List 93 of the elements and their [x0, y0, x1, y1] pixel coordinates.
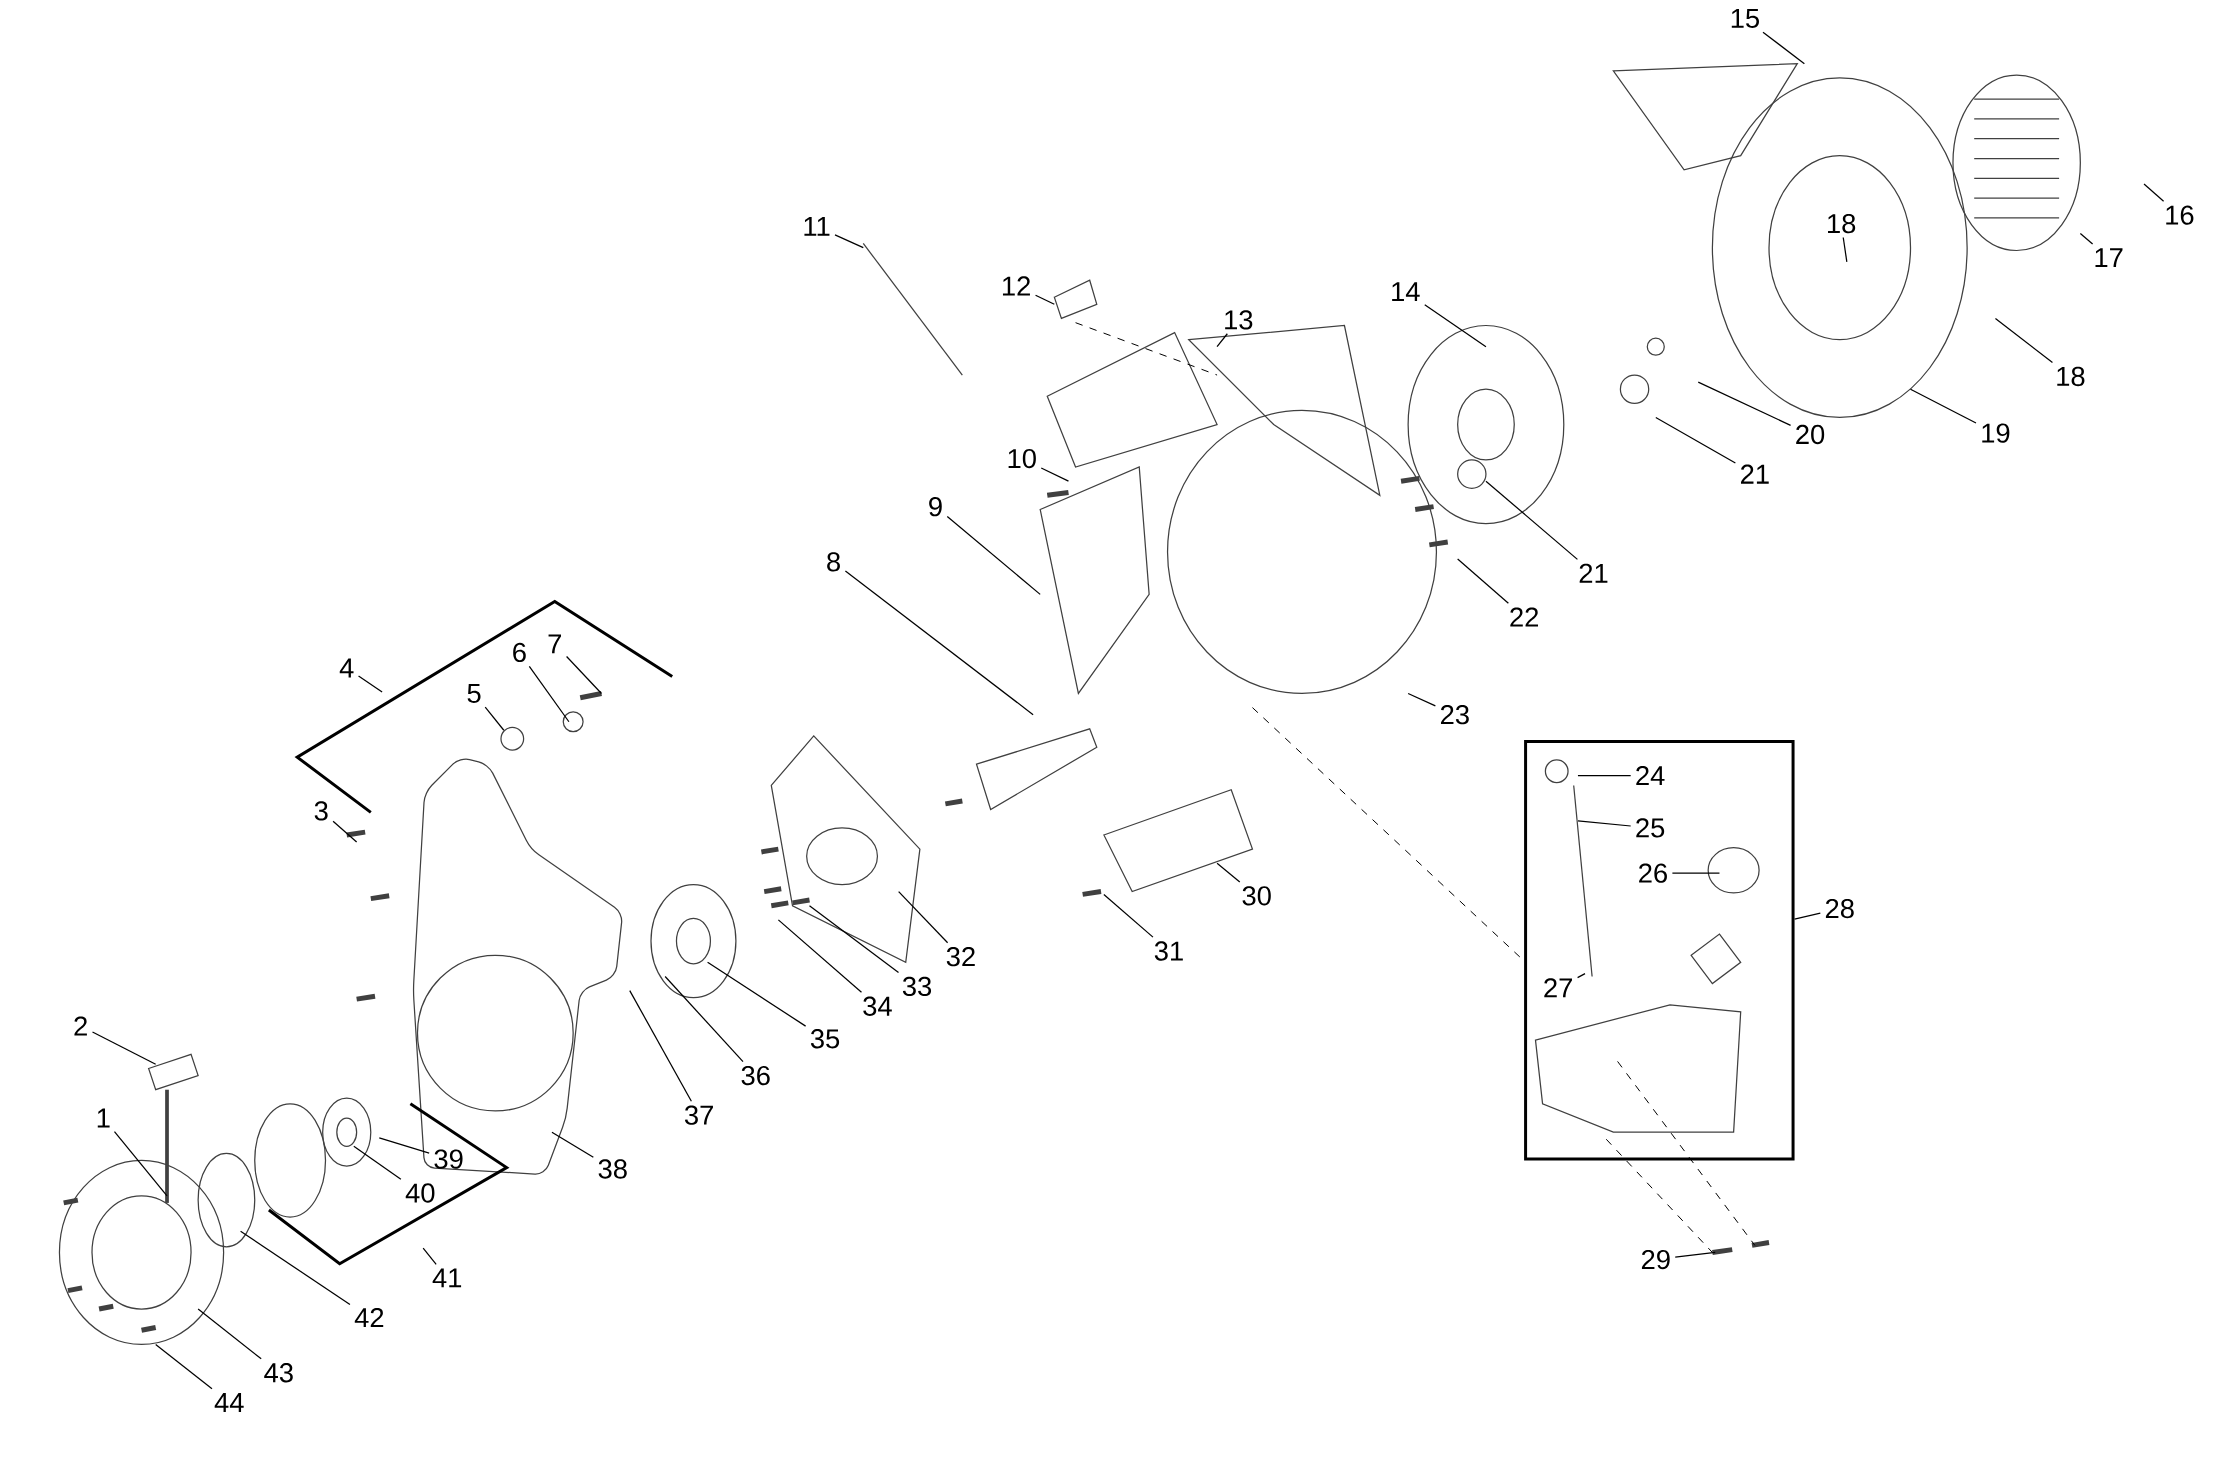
leader-line [422, 1247, 437, 1266]
leader-line [1407, 693, 1436, 707]
callout-number: 5 [467, 684, 481, 704]
leader-line [834, 234, 864, 249]
callout-number: 1 [97, 1108, 110, 1128]
leader-line [1994, 318, 2054, 364]
leader-line [353, 1145, 402, 1181]
callout-number: 40 [405, 1183, 435, 1203]
leader-line [1485, 480, 1579, 561]
leader-line [777, 919, 863, 994]
callout-number: 32 [946, 947, 975, 967]
callout-number: 16 [2166, 205, 2194, 225]
leader-line [91, 1031, 157, 1066]
callout-number: 15 [1731, 9, 1759, 29]
leader-line [808, 905, 900, 974]
leader-line [707, 961, 807, 1027]
callout-number: 18 [2057, 366, 2085, 387]
leader-line [566, 656, 603, 695]
callout-number: 19 [1982, 423, 2010, 443]
callout-number: 27 [1544, 978, 1572, 998]
leader-line [1909, 388, 1977, 424]
callout-number: 6 [513, 642, 526, 663]
callout-number: 23 [1441, 705, 1469, 725]
callout-number: 33 [902, 976, 932, 997]
callout-number: 34 [863, 996, 892, 1017]
callout-number: 14 [1392, 282, 1420, 302]
leader-line [1216, 333, 1228, 348]
leader-line [664, 976, 744, 1063]
callout-number: 28 [1825, 899, 1854, 919]
callout-number: 11 [804, 217, 830, 236]
leader-line [898, 891, 949, 944]
leader-line [1034, 294, 1055, 306]
leader-line [113, 1131, 168, 1197]
leader-line [1697, 381, 1792, 427]
callout-number: 25 [1636, 818, 1665, 838]
kit-box [1524, 740, 1795, 1161]
callout-number: 21 [1579, 563, 1608, 583]
leader-line [484, 706, 505, 732]
callout-number: 3 [314, 801, 328, 821]
callout-number: 44 [214, 1393, 244, 1413]
leader-line [528, 665, 570, 723]
leader-line [1457, 558, 1509, 605]
leader-line [1577, 820, 1632, 827]
leader-line [378, 1137, 430, 1154]
callout-number: 24 [1636, 766, 1665, 786]
callout-number: 9 [929, 497, 942, 517]
leader-line [1576, 973, 1586, 979]
callout-number: 2 [74, 1016, 87, 1036]
callout-number: 37 [684, 1105, 713, 1126]
callout-number: 4 [339, 658, 354, 678]
leader-line [1577, 775, 1632, 777]
callout-number: 13 [1225, 310, 1253, 330]
callout-number: 7 [548, 634, 561, 654]
leader-line [946, 516, 1041, 596]
leader-line [1842, 237, 1848, 263]
callout-number: 18 [1828, 214, 1856, 234]
callout-number: 36 [741, 1066, 770, 1086]
leader-line [844, 570, 1034, 716]
callout-number: 21 [1741, 464, 1769, 484]
leader-line [1674, 1252, 1716, 1258]
callout-number: 31 [1154, 941, 1183, 961]
callout-number: 26 [1639, 863, 1667, 884]
leader-line [1671, 872, 1721, 874]
leader-line [1762, 31, 1805, 65]
leader-line [239, 1230, 351, 1306]
callout-number: 12 [1002, 276, 1030, 296]
leader-line [155, 1344, 213, 1390]
leader-line [551, 1131, 594, 1158]
leader-line [1216, 862, 1241, 883]
leader-line [1424, 304, 1487, 348]
callout-number: 35 [810, 1029, 840, 1049]
callout-number: 30 [1242, 886, 1271, 906]
leader-line [1655, 417, 1736, 464]
callout-number: 20 [1796, 425, 1825, 445]
callout-number: 17 [2095, 248, 2123, 268]
callout-number: 10 [1008, 449, 1036, 469]
leader-line [629, 990, 692, 1103]
callout-number: 39 [434, 1149, 463, 1169]
leader-line [357, 675, 383, 693]
callout-number: 29 [1641, 1250, 1670, 1270]
leader-line [332, 820, 358, 843]
callout-number: 38 [598, 1159, 627, 1179]
leader-line [1040, 467, 1070, 482]
leader-line [2079, 233, 2094, 245]
leader-line [1793, 912, 1821, 920]
leader-line [1103, 893, 1154, 938]
callout-number: 42 [354, 1308, 384, 1328]
leader-line [197, 1308, 262, 1360]
callout-number: 41 [432, 1268, 462, 1288]
callout-number: 22 [1510, 607, 1538, 627]
callout-number: 8 [827, 552, 840, 572]
leader-line [2143, 183, 2165, 202]
callout-number: 43 [264, 1363, 293, 1383]
